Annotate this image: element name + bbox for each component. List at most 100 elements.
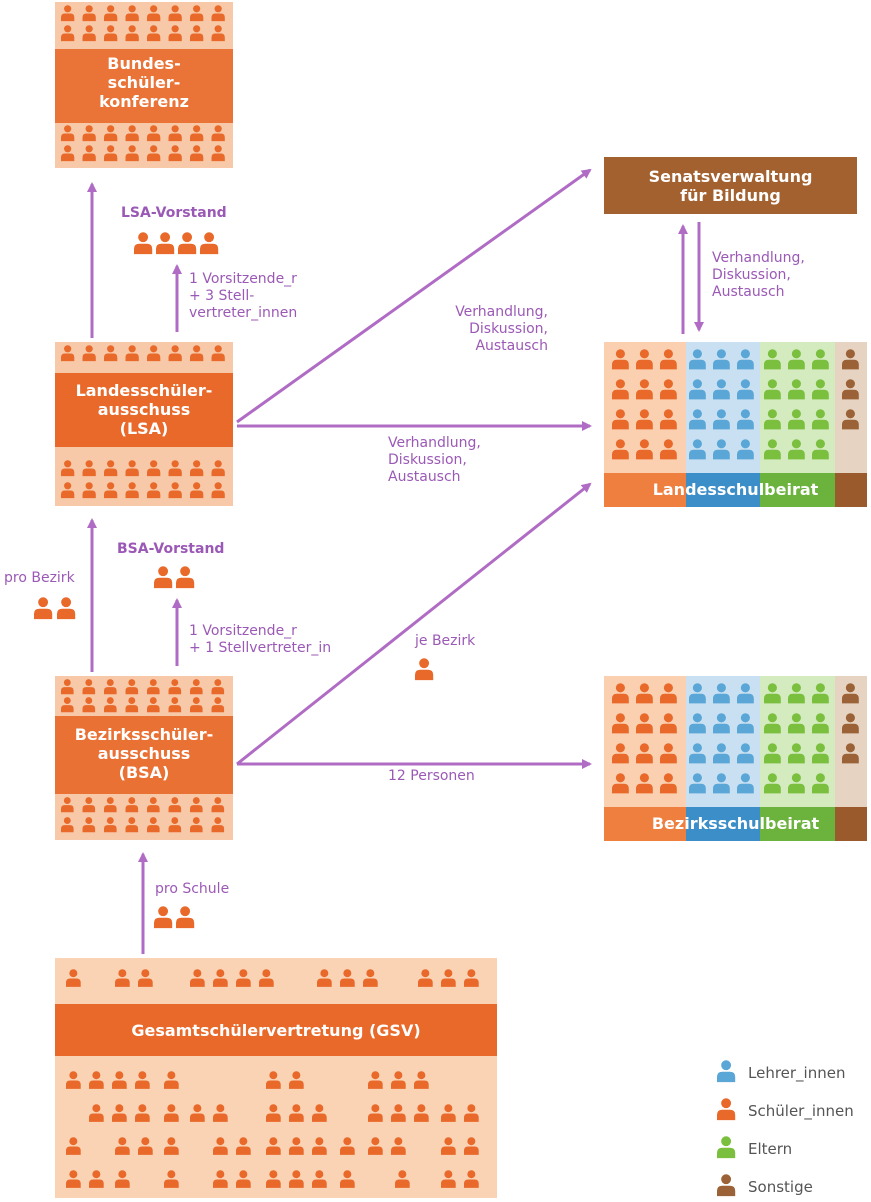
person-icon bbox=[190, 697, 203, 713]
person-icon bbox=[168, 679, 182, 695]
student-person-icon bbox=[636, 409, 653, 430]
person-icon bbox=[211, 797, 225, 813]
teacher-person-icon bbox=[737, 683, 754, 704]
person-icon bbox=[61, 697, 74, 713]
horizontal-exchange-label: Verhandlung, Diskussion, Austausch bbox=[388, 435, 481, 485]
person-icon bbox=[190, 482, 204, 499]
student-person-icon bbox=[391, 1104, 406, 1122]
person-icon bbox=[190, 797, 203, 813]
person-icon bbox=[82, 145, 96, 162]
person-icon bbox=[147, 797, 160, 813]
teacher-person-icon bbox=[713, 773, 730, 794]
student-person-icon bbox=[112, 1071, 127, 1089]
student-person-icon bbox=[312, 1104, 327, 1122]
person-icon bbox=[104, 345, 118, 362]
person-icon bbox=[104, 482, 118, 499]
pro-bezirk-members bbox=[34, 597, 76, 620]
student-person-icon bbox=[418, 969, 433, 987]
bezirksschulbeirat-title: Bezirksschulbeirat bbox=[651, 814, 820, 833]
bsa-vorstand-label: BSA-Vorstand bbox=[117, 541, 225, 557]
teacher-person-icon bbox=[689, 349, 706, 370]
lsa-title: Landesschüler- ausschuss (LSA) bbox=[75, 381, 213, 438]
person-icon bbox=[61, 679, 74, 695]
student-person-icon bbox=[391, 1071, 406, 1089]
person-icon bbox=[61, 345, 75, 362]
teacher-person-icon bbox=[689, 713, 706, 734]
student-person-icon bbox=[464, 1104, 479, 1122]
student-person-icon bbox=[612, 379, 629, 400]
lsa-box bbox=[55, 342, 233, 506]
parent-person-icon bbox=[788, 743, 805, 764]
teacher-person-icon bbox=[689, 773, 706, 794]
parent-person-icon bbox=[764, 409, 781, 430]
student-person-icon bbox=[636, 683, 653, 704]
person-icon bbox=[125, 697, 139, 713]
parent-person-icon bbox=[812, 349, 829, 370]
person-icon bbox=[82, 25, 96, 42]
person-icon bbox=[104, 5, 118, 22]
student-person-icon bbox=[414, 1071, 429, 1089]
parent-person-icon bbox=[812, 409, 829, 430]
teacher-person-icon bbox=[737, 439, 754, 460]
person-icon bbox=[125, 679, 139, 695]
person-icon bbox=[168, 460, 182, 477]
person-icon bbox=[168, 797, 182, 813]
parent-person-icon bbox=[812, 379, 829, 400]
person-icon bbox=[147, 145, 161, 162]
student-person-icon bbox=[464, 1170, 479, 1188]
person-icon bbox=[190, 679, 203, 695]
student-person-icon bbox=[717, 1098, 736, 1121]
arrow-bsa-to-landesschulbeirat bbox=[236, 482, 592, 766]
student-person-icon bbox=[363, 969, 378, 987]
student-person-icon bbox=[213, 1104, 228, 1122]
diagonal-exchange-label: Verhandlung, Diskussion, Austausch bbox=[455, 304, 548, 354]
student-person-icon bbox=[464, 969, 479, 987]
student-person-icon bbox=[340, 1137, 355, 1155]
person-icon bbox=[211, 25, 225, 42]
student-person-icon bbox=[636, 379, 653, 400]
student-person-icon bbox=[66, 1137, 81, 1155]
student-person-icon bbox=[236, 1137, 251, 1155]
person-icon bbox=[125, 482, 139, 499]
parent-person-icon bbox=[812, 713, 829, 734]
student-person-icon bbox=[213, 1170, 228, 1188]
arrow-lsa-to-senat bbox=[236, 168, 592, 424]
person-icon bbox=[125, 125, 139, 142]
student-person-icon bbox=[138, 1137, 153, 1155]
student-person-icon bbox=[266, 1104, 281, 1122]
teacher-person-icon bbox=[713, 743, 730, 764]
student-person-icon bbox=[66, 1071, 81, 1089]
person-icon bbox=[168, 125, 182, 142]
person-icon bbox=[168, 817, 182, 833]
teacher-person-icon bbox=[737, 409, 754, 430]
student-person-icon bbox=[312, 1170, 327, 1188]
student-person-icon bbox=[66, 969, 81, 987]
je-bezirk-member bbox=[415, 658, 434, 681]
student-person-icon bbox=[89, 1104, 104, 1122]
student-person-icon bbox=[660, 349, 677, 370]
student-person-icon bbox=[340, 1170, 355, 1188]
person-icon bbox=[82, 5, 96, 22]
student-person-icon bbox=[368, 1137, 383, 1155]
student-person-icon bbox=[612, 439, 629, 460]
person-icon bbox=[190, 145, 204, 162]
teacher-person-icon bbox=[689, 409, 706, 430]
student-person-icon bbox=[115, 1137, 130, 1155]
person-icon bbox=[104, 697, 117, 713]
person-icon bbox=[190, 5, 204, 22]
person-icon bbox=[168, 697, 182, 713]
parent-person-icon bbox=[764, 379, 781, 400]
student-person-icon bbox=[266, 1170, 281, 1188]
teacher-person-icon bbox=[737, 349, 754, 370]
student-person-icon bbox=[415, 658, 434, 681]
person-icon bbox=[82, 460, 96, 477]
person-icon bbox=[147, 482, 161, 499]
student-person-icon bbox=[464, 1137, 479, 1155]
person-icon bbox=[82, 482, 96, 499]
student-person-icon bbox=[138, 969, 153, 987]
parent-person-icon bbox=[788, 409, 805, 430]
student-person-icon bbox=[368, 1071, 383, 1089]
bundesschuelerkonferenz-box bbox=[55, 2, 233, 168]
other-person-icon bbox=[842, 349, 859, 370]
